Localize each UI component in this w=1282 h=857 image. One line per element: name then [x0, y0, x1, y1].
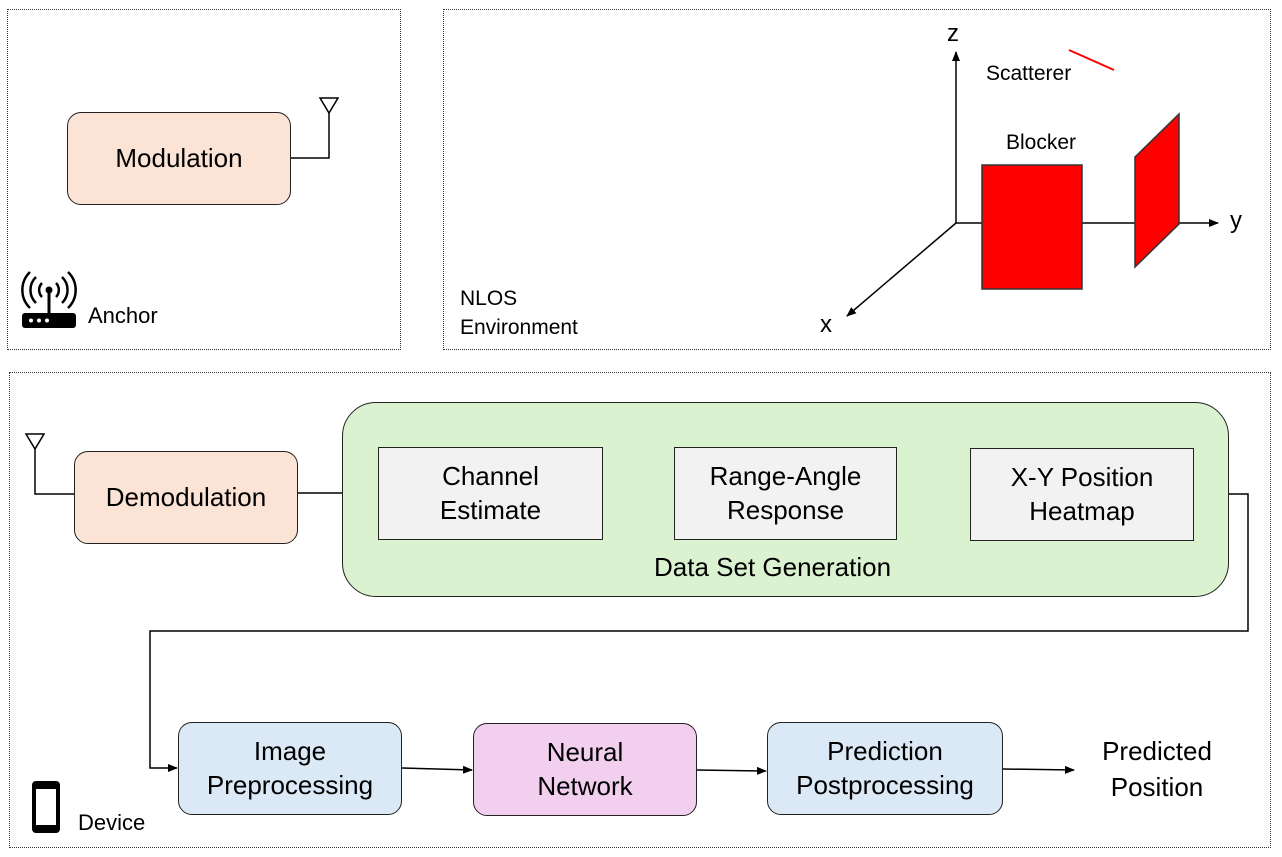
nlos-environment-label: NLOS Environment: [460, 284, 578, 342]
axis-z-label: z: [947, 20, 959, 47]
image-preprocessing-line2: Preprocessing: [206, 769, 374, 800]
predicted-position-label: Predicted Position: [1080, 733, 1234, 805]
predicted-position-line1: Predicted: [1102, 736, 1212, 766]
device-label: Device: [78, 810, 146, 835]
xy-heatmap-line2: Heatmap: [1029, 495, 1135, 526]
blocker-shape: [981, 164, 1083, 290]
anchor-label: Anchor: [88, 303, 158, 328]
image-preprocessing-line1: Image: [253, 735, 327, 766]
range-angle-line1: Range-Angle: [709, 460, 862, 491]
wall-shape: [1134, 112, 1180, 269]
neural-network-line2: Network: [537, 770, 633, 801]
channel-estimate-line1: Channel: [442, 460, 539, 491]
scatterer-label: Scatterer: [986, 62, 1072, 85]
modulation-block: Modulation: [67, 112, 291, 205]
arrow-nn-to-postprocessing: [696, 766, 767, 775]
neural-network-line1: Neural: [546, 736, 624, 767]
demodulation-block: Demodulation: [74, 451, 298, 544]
range-angle-block: Range-Angle Response: [674, 447, 897, 540]
range-angle-line2: Response: [726, 494, 845, 525]
xy-heatmap-block: X-Y Position Heatmap: [970, 448, 1194, 541]
router-icon: [21, 271, 77, 328]
channel-estimate-block: Channel Estimate: [378, 447, 603, 540]
anchor-panel: [7, 9, 401, 350]
device-panel: [9, 372, 1271, 848]
neural-network-block: Neural Network: [473, 723, 697, 816]
axis-y-label: y: [1230, 207, 1242, 234]
arrow-postprocessing-to-output: [1002, 765, 1075, 774]
prediction-postprocessing-line2: Postprocessing: [796, 769, 974, 800]
data-set-generation-label: Data Set Generation: [654, 552, 892, 582]
nlos-label-line1: NLOS: [460, 287, 518, 310]
channel-estimate-line2: Estimate: [439, 494, 542, 525]
blocker-label: Blocker: [1006, 131, 1077, 154]
device-antenna-icon: [24, 433, 74, 495]
phone-icon: [32, 781, 60, 833]
nlos-label-line2: Environment: [460, 316, 578, 339]
arrow-preprocessing-to-nn: [401, 765, 473, 774]
scatterer-line: [1068, 49, 1115, 71]
image-preprocessing-block: Image Preprocessing: [178, 722, 402, 815]
predicted-position-line2: Position: [1110, 772, 1204, 802]
arrow-heatmap-to-preprocessing: [149, 493, 1249, 772]
anchor-antenna-icon: [291, 97, 340, 159]
nlos-environment-panel: [443, 9, 1271, 350]
prediction-postprocessing-line1: Prediction: [827, 735, 943, 766]
prediction-postprocessing-block: Prediction Postprocessing: [767, 722, 1003, 815]
xy-heatmap-line1: X-Y Position: [1010, 461, 1154, 492]
axis-x-label: x: [820, 311, 832, 338]
